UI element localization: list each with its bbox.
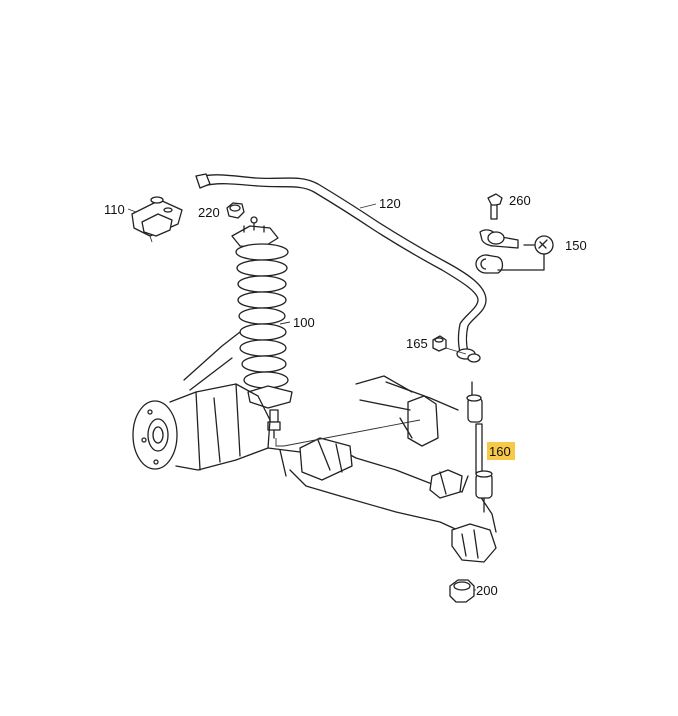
- label-150: 150: [565, 238, 587, 253]
- part-165-nut[interactable]: [432, 335, 467, 355]
- label-260: 260: [509, 193, 531, 208]
- leader-100: [279, 321, 291, 325]
- label-100: 100: [293, 315, 315, 330]
- part-160-stabilizer-link[interactable]: [466, 381, 493, 513]
- lower-control-arm: [267, 375, 497, 563]
- part-150-bracket-and-bushing[interactable]: [475, 229, 554, 274]
- leader-110: [127, 208, 137, 213]
- leader-120: [359, 203, 377, 209]
- label-120: 120: [379, 196, 401, 211]
- part-260-bolt[interactable]: [487, 193, 503, 220]
- part-220-nut[interactable]: [226, 202, 245, 219]
- wheel-hub-and-knuckle: [132, 331, 271, 471]
- label-160-highlight: [487, 442, 515, 460]
- part-200-bushing[interactable]: [449, 579, 476, 603]
- label-200: 200: [476, 583, 498, 598]
- wrench-icon: [534, 235, 554, 255]
- part-110-strut-mount[interactable]: [131, 196, 183, 243]
- label-160: 160: [489, 444, 511, 459]
- part-100-coil-spring-strut[interactable]: [231, 216, 293, 439]
- label-165: 165: [406, 336, 428, 351]
- label-220: 220: [198, 205, 220, 220]
- part-120-stabilizer-bar[interactable]: [195, 173, 487, 363]
- label-110: 110: [104, 202, 125, 217]
